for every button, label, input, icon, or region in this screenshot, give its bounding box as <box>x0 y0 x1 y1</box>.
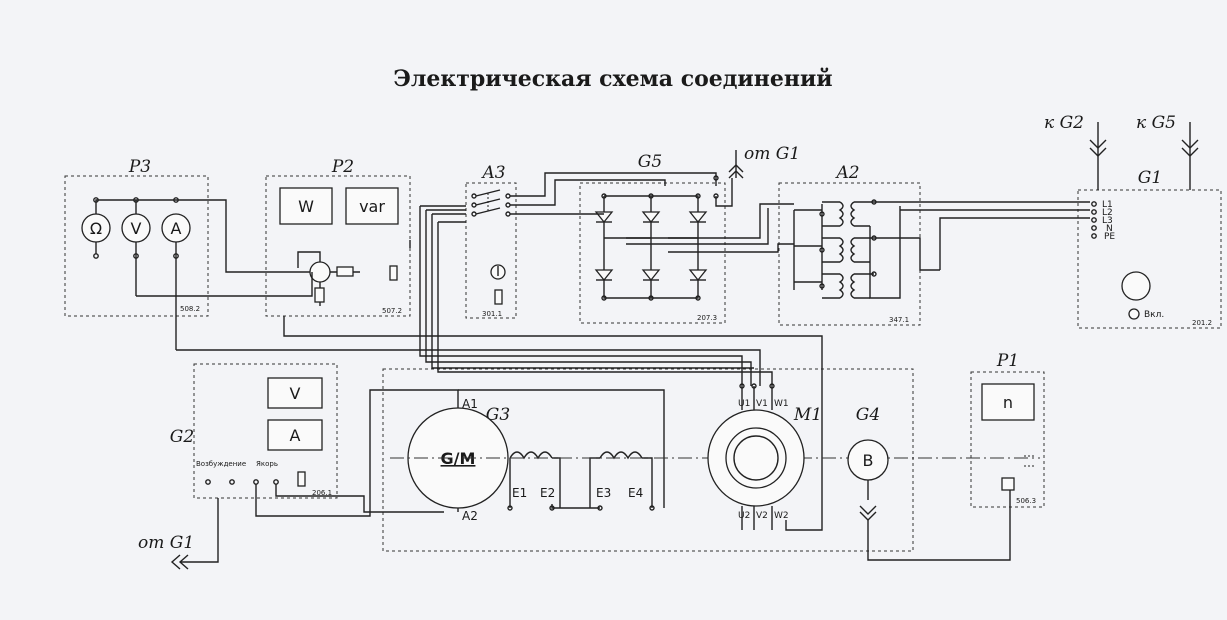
g1-breaker-knob[interactable] <box>1121 271 1151 301</box>
p2-power-switch[interactable] <box>389 265 398 281</box>
g2-power-switch[interactable] <box>297 471 306 487</box>
m1-terminal-v1: V1 <box>756 399 768 409</box>
p2-instruments: W var <box>136 187 399 306</box>
code-g2: 206.1 <box>312 489 332 497</box>
g1-source: L1 L2 L3 N PE Вкл. <box>1091 200 1164 320</box>
module-p2-box <box>265 175 411 317</box>
feed-to-g2: к G2 <box>1044 113 1084 133</box>
label-p2: P2 <box>331 157 354 177</box>
module-a3-box <box>465 182 517 319</box>
p1-tachometer: n <box>981 383 1035 491</box>
g4-speed-sensor: B <box>847 439 1011 561</box>
g3-terminal-a1: A1 <box>462 397 478 411</box>
label-g4: G4 <box>856 405 880 425</box>
g2-voltmeter-display <box>267 377 323 409</box>
g2-ammeter-display <box>267 419 323 451</box>
varmeter-display <box>345 187 399 225</box>
a3-power-switch[interactable] <box>494 289 503 305</box>
g2-armature-label: Якорь <box>256 460 278 468</box>
module-a2-box <box>778 182 921 326</box>
g2-ammeter-label: A <box>290 426 301 445</box>
g3-dc-machine: G/M A1 A2 E1 E2 E3 E4 <box>407 389 665 523</box>
code-g5: 207.3 <box>697 314 717 322</box>
code-p2: 507.2 <box>382 307 402 315</box>
feed-from-g1-left: от G1 <box>138 533 194 553</box>
code-a2: 347.1 <box>889 316 909 324</box>
label-p3: P3 <box>128 157 151 177</box>
code-p1: 506.3 <box>1016 497 1036 505</box>
p3-meters: Ω V A <box>81 197 227 350</box>
g3-terminal-e2: E2 <box>540 486 555 500</box>
machine-frame-box <box>382 368 914 552</box>
g2-power-unit: V A Возбуждение Якорь <box>196 377 323 487</box>
g1-terminal-pe: PE <box>1104 232 1115 242</box>
wattmeter-label: W <box>298 197 314 216</box>
m1-terminal-w2: W2 <box>774 511 789 521</box>
ammeter-label: A <box>171 219 182 238</box>
m1-terminal-w1: W1 <box>774 399 789 409</box>
g1-terminal-l3: L3 <box>1102 216 1113 226</box>
m1-terminal-u1: U1 <box>738 399 750 409</box>
g4-sensor-label: B <box>863 451 874 470</box>
g1-power-label: Вкл. <box>1144 310 1164 320</box>
feed-from-g1-top: от G1 <box>744 144 800 164</box>
voltmeter-label: V <box>131 219 142 238</box>
label-g5: G5 <box>638 152 662 172</box>
m1-induction-motor: U1 V1 W1 U2 V2 W2 <box>707 383 805 530</box>
a2-transformer <box>793 199 901 299</box>
g3-terminal-e3: E3 <box>596 486 611 500</box>
wattmeter-display <box>279 187 333 225</box>
m1-terminal-u2: U2 <box>738 511 750 521</box>
code-p3: 508.2 <box>180 305 200 313</box>
g1-terminal-n: N <box>1106 224 1113 234</box>
feed-to-g5: к G5 <box>1136 113 1176 133</box>
g3-terminal-a2: A2 <box>462 509 478 523</box>
module-g2-box <box>193 363 338 499</box>
g1-terminal-l2: L2 <box>1102 208 1113 218</box>
label-a3: A3 <box>480 163 505 183</box>
g2-voltmeter-label: V <box>290 384 301 403</box>
measurement-transducer-icon <box>309 261 331 283</box>
module-g5-box <box>579 182 726 324</box>
code-g1: 201.2 <box>1192 319 1212 327</box>
label-g1: G1 <box>1138 168 1162 188</box>
g3-terminal-e1: E1 <box>512 486 527 500</box>
label-g3: G3 <box>486 405 510 425</box>
g1-terminal-l1: L1 <box>1102 200 1113 210</box>
p1-speed-display <box>981 383 1035 421</box>
g5-thyristor-bridge <box>594 175 733 301</box>
module-g1-box <box>1077 189 1222 329</box>
a3-switch <box>471 189 511 305</box>
p1-display-label: n <box>1003 393 1013 412</box>
diagram-title: Электрическая схема соединений <box>393 66 832 92</box>
m1-terminal-v2: V2 <box>756 511 768 521</box>
ohmmeter-label: Ω <box>90 219 102 238</box>
g2-excitation-label: Возбуждение <box>196 460 246 468</box>
p1-connector-icon[interactable] <box>1001 477 1015 491</box>
label-p1: P1 <box>996 351 1019 371</box>
varmeter-label: var <box>359 197 385 216</box>
g3-terminal-e4: E4 <box>628 486 643 500</box>
module-p3-box <box>64 175 209 317</box>
label-a2: A2 <box>834 163 859 183</box>
label-m1: M1 <box>793 405 822 425</box>
g1-power-lamp-icon <box>1128 308 1140 320</box>
module-p1-box <box>970 371 1045 508</box>
label-g2: G2 <box>170 427 194 447</box>
code-a3: 301.1 <box>482 310 502 318</box>
